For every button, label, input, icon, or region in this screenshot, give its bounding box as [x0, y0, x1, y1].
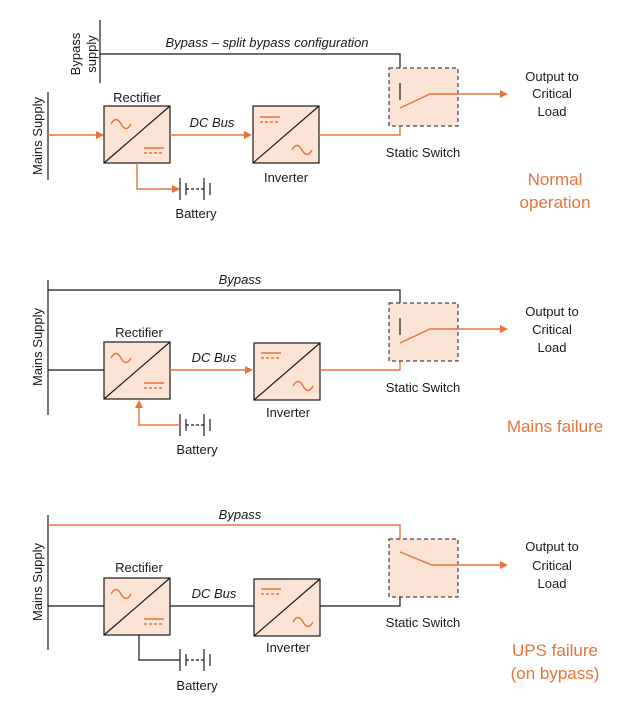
output-label-line1: Output to: [525, 539, 578, 554]
flow-arrowhead: [500, 90, 508, 98]
battery-icon: [179, 414, 211, 436]
bypass-flow: [48, 524, 401, 545]
panel-mains-failure: Mains Supply Bypass Rectifier DC Bus Inv…: [30, 272, 603, 457]
ac-wave-icon: [110, 118, 132, 130]
rectifier-label: Rectifier: [115, 325, 163, 340]
state-label-line1: Mains failure: [507, 417, 603, 436]
battery-label: Battery: [175, 206, 217, 221]
flow-arrowhead: [500, 325, 508, 333]
bypass-label: Bypass: [219, 507, 262, 522]
inverter-to-switch-line: [320, 584, 401, 607]
flow-arrowhead: [500, 561, 508, 569]
output-label-line2: Critical: [532, 558, 572, 573]
bypass-label: Bypass – split bypass configuration: [165, 35, 368, 50]
output-label-line3: Load: [538, 576, 567, 591]
inverter-label: Inverter: [264, 170, 309, 185]
dc-bus-label: DC Bus: [192, 350, 237, 365]
ac-wave-icon: [292, 616, 314, 628]
mains-supply-label: Mains Supply: [30, 307, 45, 386]
inverter-label: Inverter: [266, 640, 311, 655]
static-switch-label: Static Switch: [386, 380, 460, 395]
flow-arrowhead: [135, 400, 143, 408]
rectifier-block: [103, 577, 171, 636]
battery-label: Battery: [176, 678, 218, 693]
output-label-line1: Output to: [525, 304, 578, 319]
output-label-line3: Load: [538, 104, 567, 119]
static-switch-label: Static Switch: [386, 615, 460, 630]
switch-output-flow: [399, 93, 500, 109]
state-label-line1: Normal: [528, 170, 583, 189]
battery-label: Battery: [176, 442, 218, 457]
rectifier-block: [103, 105, 171, 164]
rectifier-label: Rectifier: [113, 90, 161, 105]
bypass-supply-label-line1: Bypass: [68, 32, 83, 75]
ac-wave-icon: [110, 588, 132, 600]
inverter-to-switch-flow: [319, 120, 401, 136]
state-label-line2: (on bypass): [511, 664, 600, 683]
battery-discharge-flow: [138, 407, 180, 426]
output-label-line3: Load: [538, 340, 567, 355]
dc-bus-label: DC Bus: [192, 586, 237, 601]
bypass-line: [48, 289, 401, 318]
battery-icon: [179, 178, 211, 200]
flow-arrowhead: [96, 131, 104, 139]
battery-icon: [179, 649, 211, 671]
mains-supply-label: Mains Supply: [30, 96, 45, 175]
bypass-supply-label-line2: supply: [84, 35, 99, 73]
flow-arrowhead: [245, 366, 253, 374]
rectifier-block: [103, 341, 171, 400]
ac-wave-icon: [291, 144, 313, 156]
output-label-line2: Critical: [532, 86, 572, 101]
static-switch-box: [388, 538, 459, 598]
panel-normal-operation: Bypass supply Bypass – split bypass conf…: [30, 20, 590, 221]
state-label-line2: operation: [520, 193, 591, 212]
panel-ups-failure: Mains Supply Bypass Rectifier DC Bus Inv…: [30, 507, 599, 693]
inverter-block: [253, 578, 321, 637]
static-switch-label: Static Switch: [386, 145, 460, 160]
bypass-label: Bypass: [219, 272, 262, 287]
dc-bus-label: DC Bus: [190, 115, 235, 130]
inverter-to-switch-flow: [320, 355, 401, 371]
ac-wave-icon: [292, 380, 314, 392]
flow-arrowhead: [172, 185, 180, 193]
battery-line: [138, 635, 180, 661]
output-label-line1: Output to: [525, 69, 578, 84]
flow-arrowhead: [244, 131, 252, 139]
bypass-line: [100, 53, 401, 83]
inverter-label: Inverter: [266, 405, 311, 420]
mains-supply-label: Mains Supply: [30, 542, 45, 621]
ac-wave-icon: [110, 352, 132, 364]
state-label-line1: UPS failure: [512, 641, 598, 660]
rectifier-label: Rectifier: [115, 560, 163, 575]
inverter-block: [253, 342, 321, 401]
output-label-line2: Critical: [532, 322, 572, 337]
switch-output-flow: [399, 328, 500, 344]
switch-output-flow: [399, 551, 500, 566]
battery-charge-flow: [136, 163, 173, 190]
inverter-block: [252, 105, 320, 164]
